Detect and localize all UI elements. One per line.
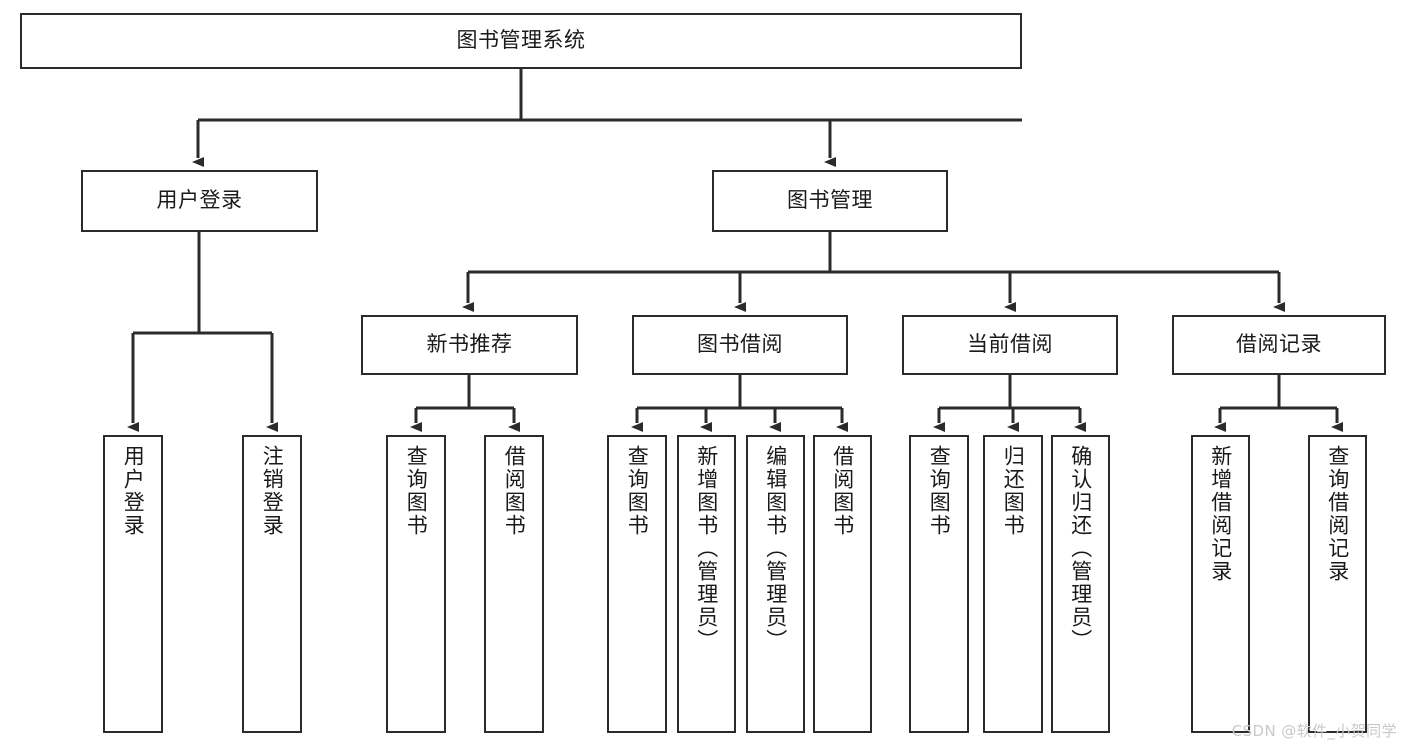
leaf-add-book[interactable]: 新增图书（管理员） [677, 435, 736, 733]
leaf-add-book-label: 新增图书（管理员） [694, 445, 719, 652]
node-new-book-recommend-label: 新书推荐 [426, 332, 513, 357]
connector-userlogin-to-leaves [127, 232, 278, 432]
node-root-label: 图书管理系统 [456, 28, 586, 53]
leaf-user-login-label: 用户登录 [121, 445, 146, 537]
node-book-manage-label: 图书管理 [787, 188, 873, 213]
leaf-query-book-1[interactable]: 查询图书 [386, 435, 446, 733]
leaf-confirm-return[interactable]: 确认归还（管理员） [1051, 435, 1110, 733]
connector-bookmanage-to-level3 [462, 232, 1285, 312]
leaf-user-logout[interactable]: 注销登录 [242, 435, 302, 733]
leaf-return-book[interactable]: 归还图书 [983, 435, 1043, 733]
node-book-manage[interactable]: 图书管理 [712, 170, 948, 232]
leaf-edit-book[interactable]: 编辑图书（管理员） [746, 435, 805, 733]
node-borrow-record[interactable]: 借阅记录 [1172, 315, 1386, 375]
leaf-add-record[interactable]: 新增借阅记录 [1191, 435, 1250, 733]
node-user-login-label: 用户登录 [156, 188, 243, 213]
leaf-user-login[interactable]: 用户登录 [103, 435, 163, 733]
node-new-book-recommend[interactable]: 新书推荐 [361, 315, 578, 375]
leaf-borrow-book-2[interactable]: 借阅图书 [813, 435, 872, 733]
leaf-borrow-book-1[interactable]: 借阅图书 [484, 435, 544, 733]
leaf-query-book-3-label: 查询图书 [927, 445, 952, 537]
leaf-query-book-3[interactable]: 查询图书 [909, 435, 969, 733]
leaf-borrow-book-1-label: 借阅图书 [502, 445, 527, 537]
leaf-query-book-1-label: 查询图书 [404, 445, 429, 537]
node-user-login[interactable]: 用户登录 [81, 170, 318, 232]
leaf-return-book-label: 归还图书 [1001, 445, 1026, 537]
leaf-query-record[interactable]: 查询借阅记录 [1308, 435, 1367, 733]
node-book-borrow[interactable]: 图书借阅 [632, 315, 848, 375]
node-book-borrow-label: 图书借阅 [697, 332, 783, 357]
connector-bookborrow-to-leaves [631, 375, 848, 432]
node-borrow-record-label: 借阅记录 [1236, 332, 1322, 357]
connector-currentborrow-to-leaves [933, 375, 1086, 432]
connector-root-to-level2 [192, 69, 1022, 167]
leaf-query-book-2-label: 查询图书 [625, 445, 650, 537]
leaf-query-record-label: 查询借阅记录 [1325, 445, 1350, 583]
leaf-add-record-label: 新增借阅记录 [1208, 445, 1233, 583]
node-current-borrow-label: 当前借阅 [967, 332, 1053, 357]
leaf-confirm-return-label: 确认归还（管理员） [1068, 445, 1093, 652]
leaf-edit-book-label: 编辑图书（管理员） [763, 445, 788, 652]
node-current-borrow[interactable]: 当前借阅 [902, 315, 1118, 375]
connector-newbook-to-leaves [410, 375, 520, 432]
leaf-user-logout-label: 注销登录 [260, 445, 285, 537]
leaf-query-book-2[interactable]: 查询图书 [607, 435, 667, 733]
node-root[interactable]: 图书管理系统 [20, 13, 1022, 69]
leaf-borrow-book-2-label: 借阅图书 [830, 445, 855, 537]
watermark: CSDN @软件_小贺同学 [1231, 722, 1397, 740]
connector-borrowrecord-to-leaves [1214, 375, 1343, 432]
